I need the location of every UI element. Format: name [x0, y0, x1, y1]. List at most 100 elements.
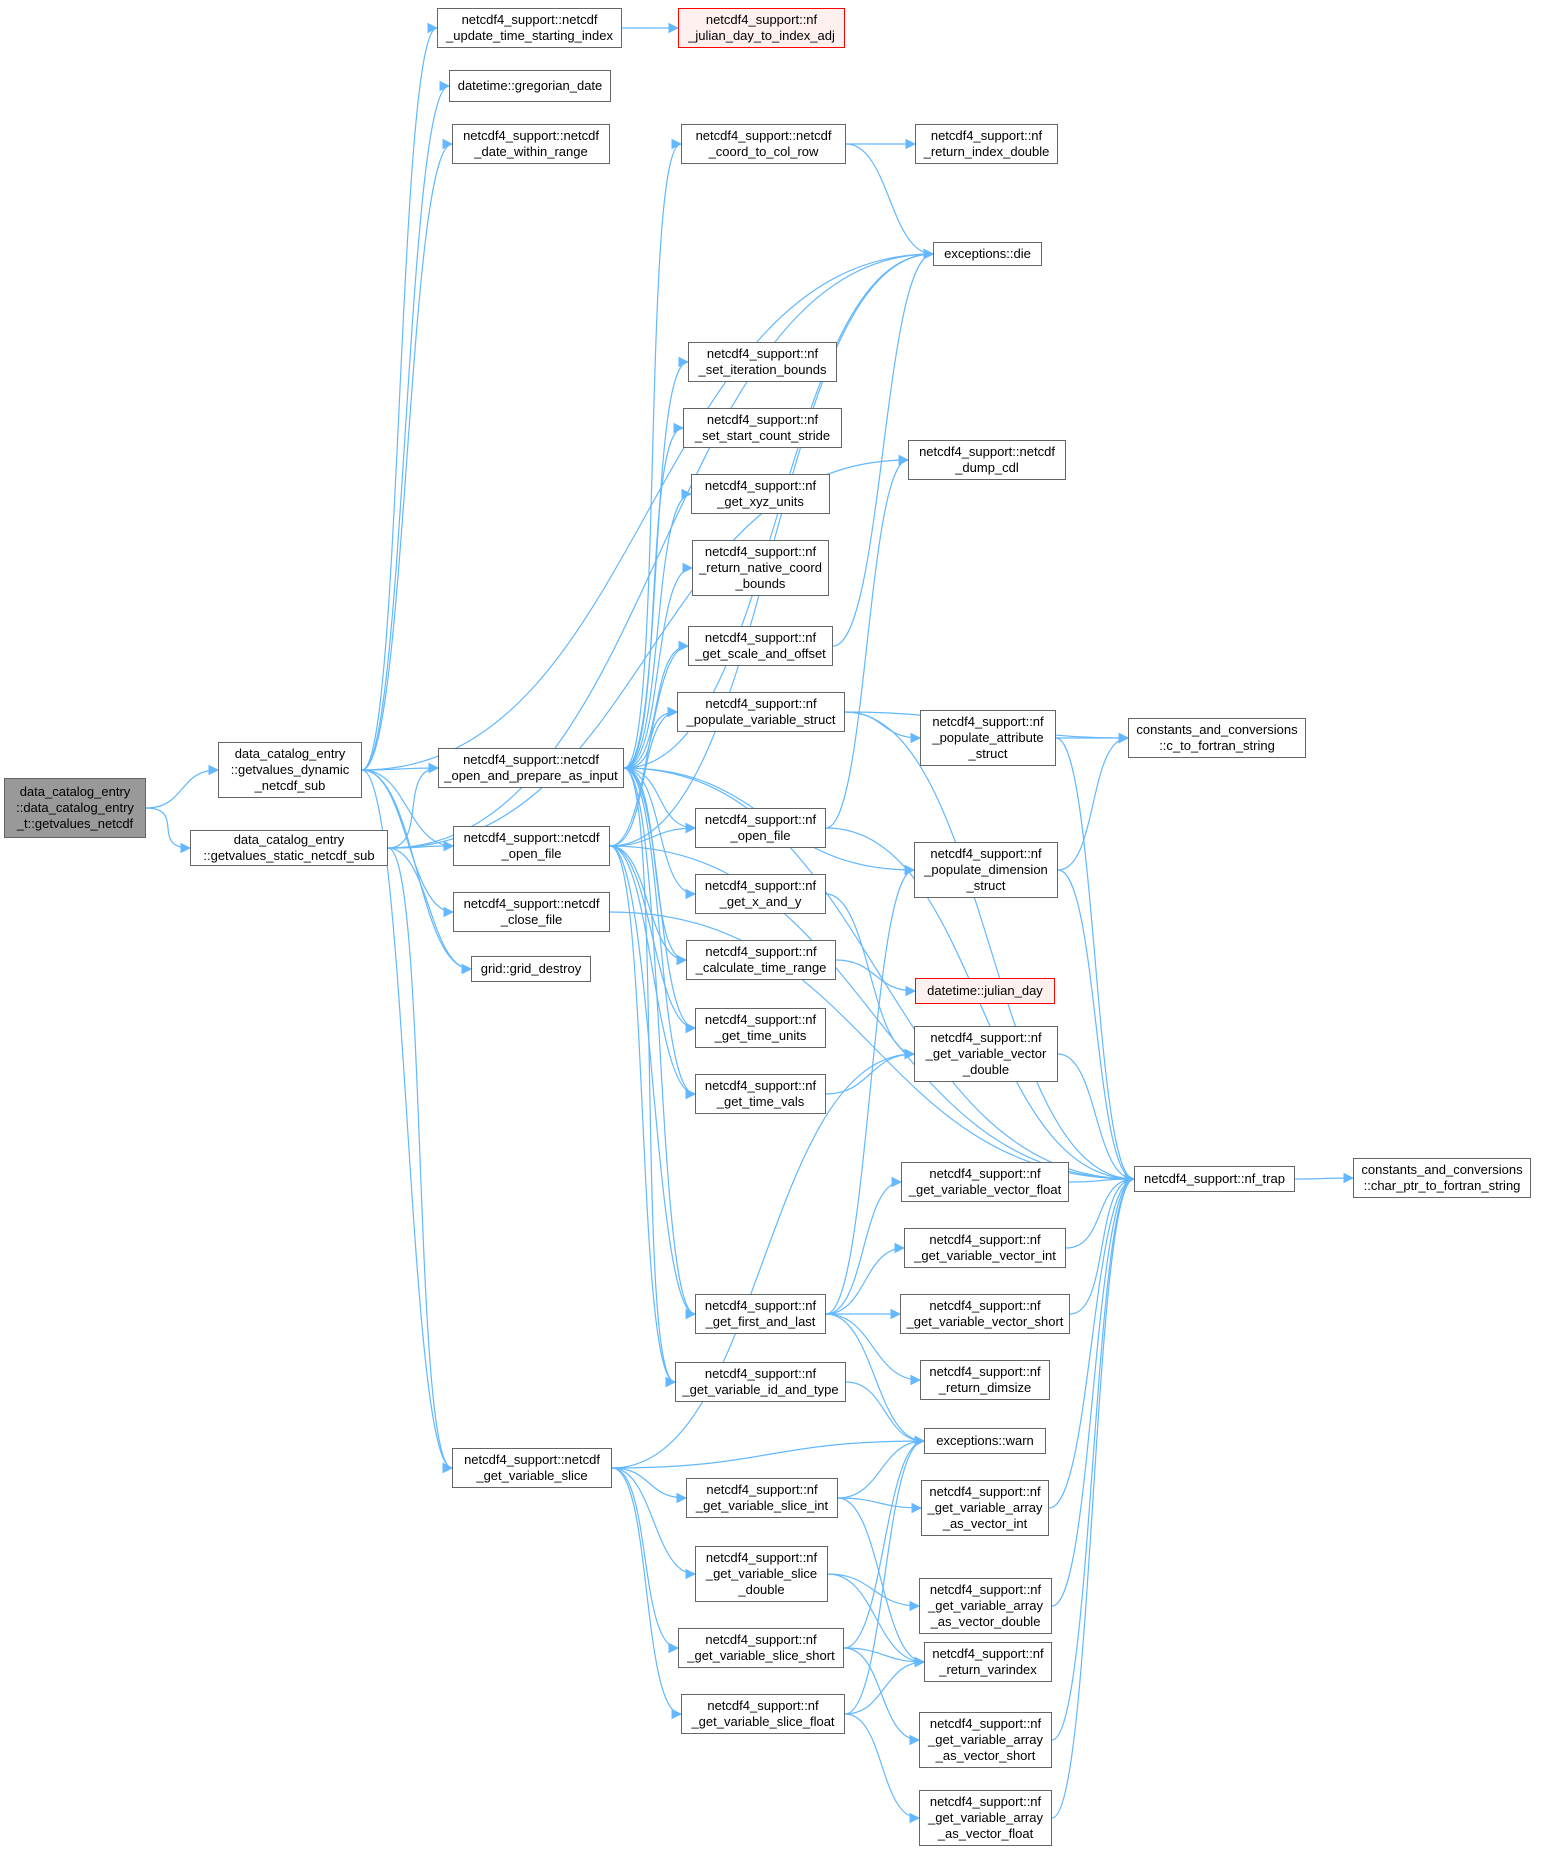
node-startc[interactable]: netcdf4_support::nf_set_start_count_stri…: [683, 408, 842, 448]
node-slicefloat[interactable]: netcdf4_support::nf_get_variable_slice_f…: [681, 1694, 845, 1734]
edge-ncopen-to-idtype: [609, 845, 677, 1388]
node-label-line: netcdf4_support::nf: [930, 128, 1043, 143]
node-ncopen[interactable]: netcdf4_support::netcdf_open_file: [453, 826, 610, 866]
node-c2f[interactable]: constants_and_conversions::c_to_fortran_…: [1128, 718, 1306, 758]
node-scale[interactable]: netcdf4_support::nf_get_scale_and_offset: [688, 626, 833, 666]
node-label-line: netcdf4_support::nf: [929, 1582, 1042, 1597]
node-xyzu[interactable]: netcdf4_support::nf_get_xyz_units: [691, 474, 830, 514]
edge-firstlast-to-vvi: [825, 1242, 906, 1315]
node-varindex[interactable]: netcdf4_support::nf_return_varindex: [924, 1642, 1052, 1682]
node-label-line: _get_variable_vector_short: [906, 1314, 1064, 1329]
node-label-line: _struct: [968, 746, 1008, 761]
node-retidx[interactable]: netcdf4_support::nf_return_index_double: [915, 124, 1058, 164]
node-vvd[interactable]: netcdf4_support::nf_get_variable_vector_…: [914, 1026, 1058, 1082]
node-popvar[interactable]: netcdf4_support::nf_populate_variable_st…: [677, 692, 845, 732]
node-julday[interactable]: datetime::julian_day: [915, 978, 1055, 1004]
node-popdim[interactable]: netcdf4_support::nf_populate_dimension_s…: [914, 842, 1058, 898]
node-dimsize[interactable]: netcdf4_support::nf_return_dimsize: [920, 1360, 1050, 1400]
node-trap[interactable]: netcdf4_support::nf_trap: [1134, 1166, 1295, 1192]
node-firstlast[interactable]: netcdf4_support::nf_get_first_and_last: [695, 1294, 826, 1334]
node-label-line: ::char_ptr_to_fortran_string: [1363, 1178, 1521, 1193]
node-vvi[interactable]: netcdf4_support::nf_get_variable_vector_…: [904, 1228, 1066, 1268]
edge-dyn-to-die: [361, 248, 935, 771]
node-julidx[interactable]: netcdf4_support::nf_julian_day_to_index_…: [678, 8, 845, 48]
edge-popattr-to-trap: [1055, 737, 1136, 1185]
edge-ncslice-to-slicedbl: [611, 1467, 697, 1580]
node-calctr[interactable]: netcdf4_support::nf_calculate_time_range: [686, 940, 836, 980]
edge-openprep-to-startc: [623, 422, 685, 769]
node-label-line: _netcdf_sub: [254, 778, 326, 793]
node-iterb[interactable]: netcdf4_support::nf_set_iteration_bounds: [688, 342, 837, 382]
node-cptr[interactable]: constants_and_conversions::char_ptr_to_f…: [1353, 1158, 1531, 1198]
node-nfopen[interactable]: netcdf4_support::nf_open_file: [695, 808, 826, 848]
node-ncclose[interactable]: netcdf4_support::netcdf_close_file: [453, 892, 610, 932]
node-label-line: ::getvalues_dynamic: [230, 762, 350, 777]
node-slicedbl[interactable]: netcdf4_support::nf_get_variable_slice_d…: [695, 1546, 828, 1602]
edge-calctr-to-julday: [835, 959, 917, 997]
node-label-line: _get_variable_slice_int: [695, 1498, 829, 1513]
node-label-line: netcdf4_support::nf: [704, 812, 817, 827]
node-stat[interactable]: data_catalog_entry::getvalues_static_net…: [190, 830, 388, 866]
node-label-line: netcdf4_support::netcdf: [464, 1452, 600, 1467]
edge-firstlast-to-warn: [825, 1313, 926, 1447]
node-avi[interactable]: netcdf4_support::nf_get_variable_array_a…: [921, 1480, 1049, 1536]
node-vvf[interactable]: netcdf4_support::nf_get_variable_vector_…: [901, 1162, 1069, 1202]
node-label-line: _return_native_coord: [699, 560, 822, 575]
node-avf[interactable]: netcdf4_support::nf_get_variable_array_a…: [919, 1790, 1052, 1846]
edge-dyn-to-daterange: [361, 138, 454, 771]
edge-avd-to-trap: [1051, 1173, 1136, 1607]
edge-sliceint-to-varindex: [837, 1497, 926, 1668]
edge-ncopen-to-popvar: [609, 706, 679, 847]
node-greg[interactable]: datetime::gregorian_date: [449, 70, 611, 102]
edge-sliceshort-to-warn: [843, 1435, 926, 1649]
node-label-line: _get_variable_vector_int: [914, 1248, 1056, 1263]
edge-dyn-to-ncslice: [361, 769, 454, 1474]
node-label-line: netcdf4_support::nf: [706, 412, 819, 427]
node-getxy[interactable]: netcdf4_support::nf_get_x_and_y: [695, 874, 826, 914]
node-dump[interactable]: netcdf4_support::netcdf_dump_cdl: [908, 440, 1066, 480]
node-avs[interactable]: netcdf4_support::nf_get_variable_array_a…: [919, 1712, 1052, 1768]
node-sliceint[interactable]: netcdf4_support::nf_get_variable_slice_i…: [686, 1478, 838, 1518]
node-griddes[interactable]: grid::grid_destroy: [471, 956, 591, 982]
node-label-line: _as_vector_int: [942, 1516, 1028, 1531]
node-dyn[interactable]: data_catalog_entry::getvalues_dynamic_ne…: [218, 742, 362, 798]
edge-root-to-dyn: [145, 764, 220, 809]
node-sliceshort[interactable]: netcdf4_support::nf_get_variable_slice_s…: [678, 1628, 844, 1668]
node-vvs[interactable]: netcdf4_support::nf_get_variable_vector_…: [900, 1294, 1070, 1334]
edge-dyn-to-greg: [361, 80, 451, 771]
node-label-line: netcdf4_support::netcdf: [461, 12, 598, 27]
node-uptime[interactable]: netcdf4_support::netcdf_update_time_star…: [437, 8, 622, 48]
node-label-line: _t::getvalues_netcdf: [16, 816, 134, 831]
edge-ncopen-to-scale: [609, 640, 690, 847]
node-tvals[interactable]: netcdf4_support::nf_get_time_vals: [695, 1074, 826, 1114]
edge-stat-to-griddes: [387, 847, 473, 975]
node-label-line: _return_dimsize: [938, 1380, 1032, 1395]
node-popattr[interactable]: netcdf4_support::nf_populate_attribute_s…: [920, 710, 1056, 766]
edge-popvar-to-trap: [844, 711, 1136, 1185]
edge-firstlast-to-popdim: [825, 864, 916, 1315]
node-label-line: _return_varindex: [939, 1662, 1037, 1677]
edge-sliceshort-to-varindex: [843, 1647, 926, 1668]
node-coord[interactable]: netcdf4_support::netcdf_coord_to_col_row: [681, 124, 846, 164]
edge-vvs-to-trap: [1069, 1173, 1136, 1315]
node-label-line: _as_vector_double: [930, 1614, 1041, 1629]
node-label-line: data_catalog_entry: [233, 832, 345, 847]
node-label-line: ::data_catalog_entry: [16, 800, 134, 815]
node-avd[interactable]: netcdf4_support::nf_get_variable_array_a…: [919, 1578, 1052, 1634]
node-die[interactable]: exceptions::die: [933, 242, 1042, 266]
node-daterange[interactable]: netcdf4_support::netcdf_date_within_rang…: [452, 124, 610, 164]
node-root[interactable]: data_catalog_entry::data_catalog_entry_t…: [4, 778, 146, 838]
node-label-line: netcdf4_support::nf: [704, 1012, 817, 1027]
edge-openprep-to-natb: [623, 562, 694, 769]
node-label-line: ::getvalues_static_netcdf_sub: [203, 848, 375, 863]
node-label-line: netcdf4_support::netcdf: [463, 830, 600, 845]
node-idtype[interactable]: netcdf4_support::nf_get_variable_id_and_…: [675, 1362, 846, 1402]
node-warn[interactable]: exceptions::warn: [924, 1428, 1046, 1454]
node-tunits[interactable]: netcdf4_support::nf_get_time_units: [695, 1008, 826, 1048]
edge-openprep-to-tunits: [623, 767, 697, 1034]
node-ncslice[interactable]: netcdf4_support::netcdf_get_variable_sli…: [452, 1448, 612, 1488]
node-label-line: _get_variable_id_and_type: [682, 1382, 839, 1397]
node-natb[interactable]: netcdf4_support::nf_return_native_coord_…: [692, 540, 829, 596]
node-label-line: data_catalog_entry: [234, 746, 346, 761]
node-openprep[interactable]: netcdf4_support::netcdf_open_and_prepare…: [438, 748, 624, 788]
